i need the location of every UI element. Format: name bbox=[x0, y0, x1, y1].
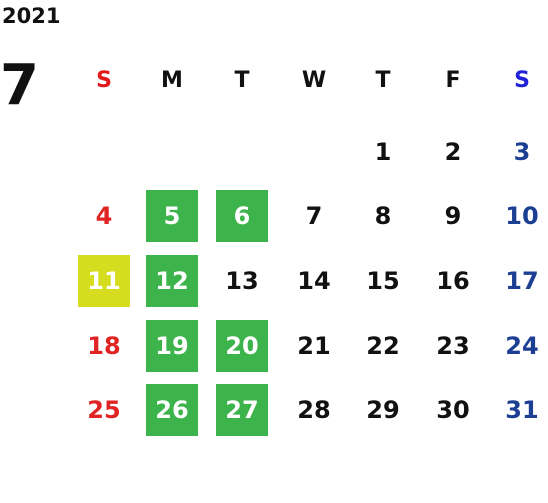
day-cell: 5 bbox=[146, 190, 198, 242]
day-cell: 22 bbox=[366, 332, 400, 360]
day-cell: 16 bbox=[436, 267, 470, 295]
weekday-label: W bbox=[301, 68, 327, 93]
day-cell: 11 bbox=[78, 255, 130, 307]
weekday-label: T bbox=[375, 68, 391, 93]
day-cell: 27 bbox=[216, 384, 268, 436]
day-cell: 23 bbox=[436, 332, 470, 360]
day-cell: 10 bbox=[505, 202, 539, 230]
weekday-label: M bbox=[161, 68, 183, 93]
weekday-label: S bbox=[96, 68, 112, 93]
day-cell: 20 bbox=[216, 320, 268, 372]
day-cell: 30 bbox=[436, 396, 470, 424]
day-cell: 31 bbox=[505, 396, 539, 424]
day-cell: 2 bbox=[444, 138, 462, 166]
day-cell: 25 bbox=[87, 396, 121, 424]
day-cell: 19 bbox=[146, 320, 198, 372]
day-cell: 26 bbox=[146, 384, 198, 436]
weekday-label: S bbox=[514, 68, 530, 93]
weekday-label: T bbox=[234, 68, 250, 93]
day-cell: 9 bbox=[444, 202, 462, 230]
day-cell: 13 bbox=[225, 267, 259, 295]
day-cell: 24 bbox=[505, 332, 539, 360]
calendar-month: 7 bbox=[0, 53, 39, 118]
day-cell: 15 bbox=[366, 267, 400, 295]
day-cell: 3 bbox=[513, 138, 531, 166]
day-cell: 29 bbox=[366, 396, 400, 424]
day-cell: 4 bbox=[95, 202, 113, 230]
day-cell: 8 bbox=[374, 202, 392, 230]
day-cell: 21 bbox=[297, 332, 331, 360]
day-cell: 7 bbox=[305, 202, 323, 230]
day-cell: 18 bbox=[87, 332, 121, 360]
day-cell: 14 bbox=[297, 267, 331, 295]
weekday-label: F bbox=[445, 68, 461, 93]
day-cell: 6 bbox=[216, 190, 268, 242]
day-cell: 17 bbox=[505, 267, 539, 295]
day-cell: 1 bbox=[374, 138, 392, 166]
calendar-year: 2021 bbox=[2, 4, 61, 28]
day-cell: 28 bbox=[297, 396, 331, 424]
day-cell: 12 bbox=[146, 255, 198, 307]
